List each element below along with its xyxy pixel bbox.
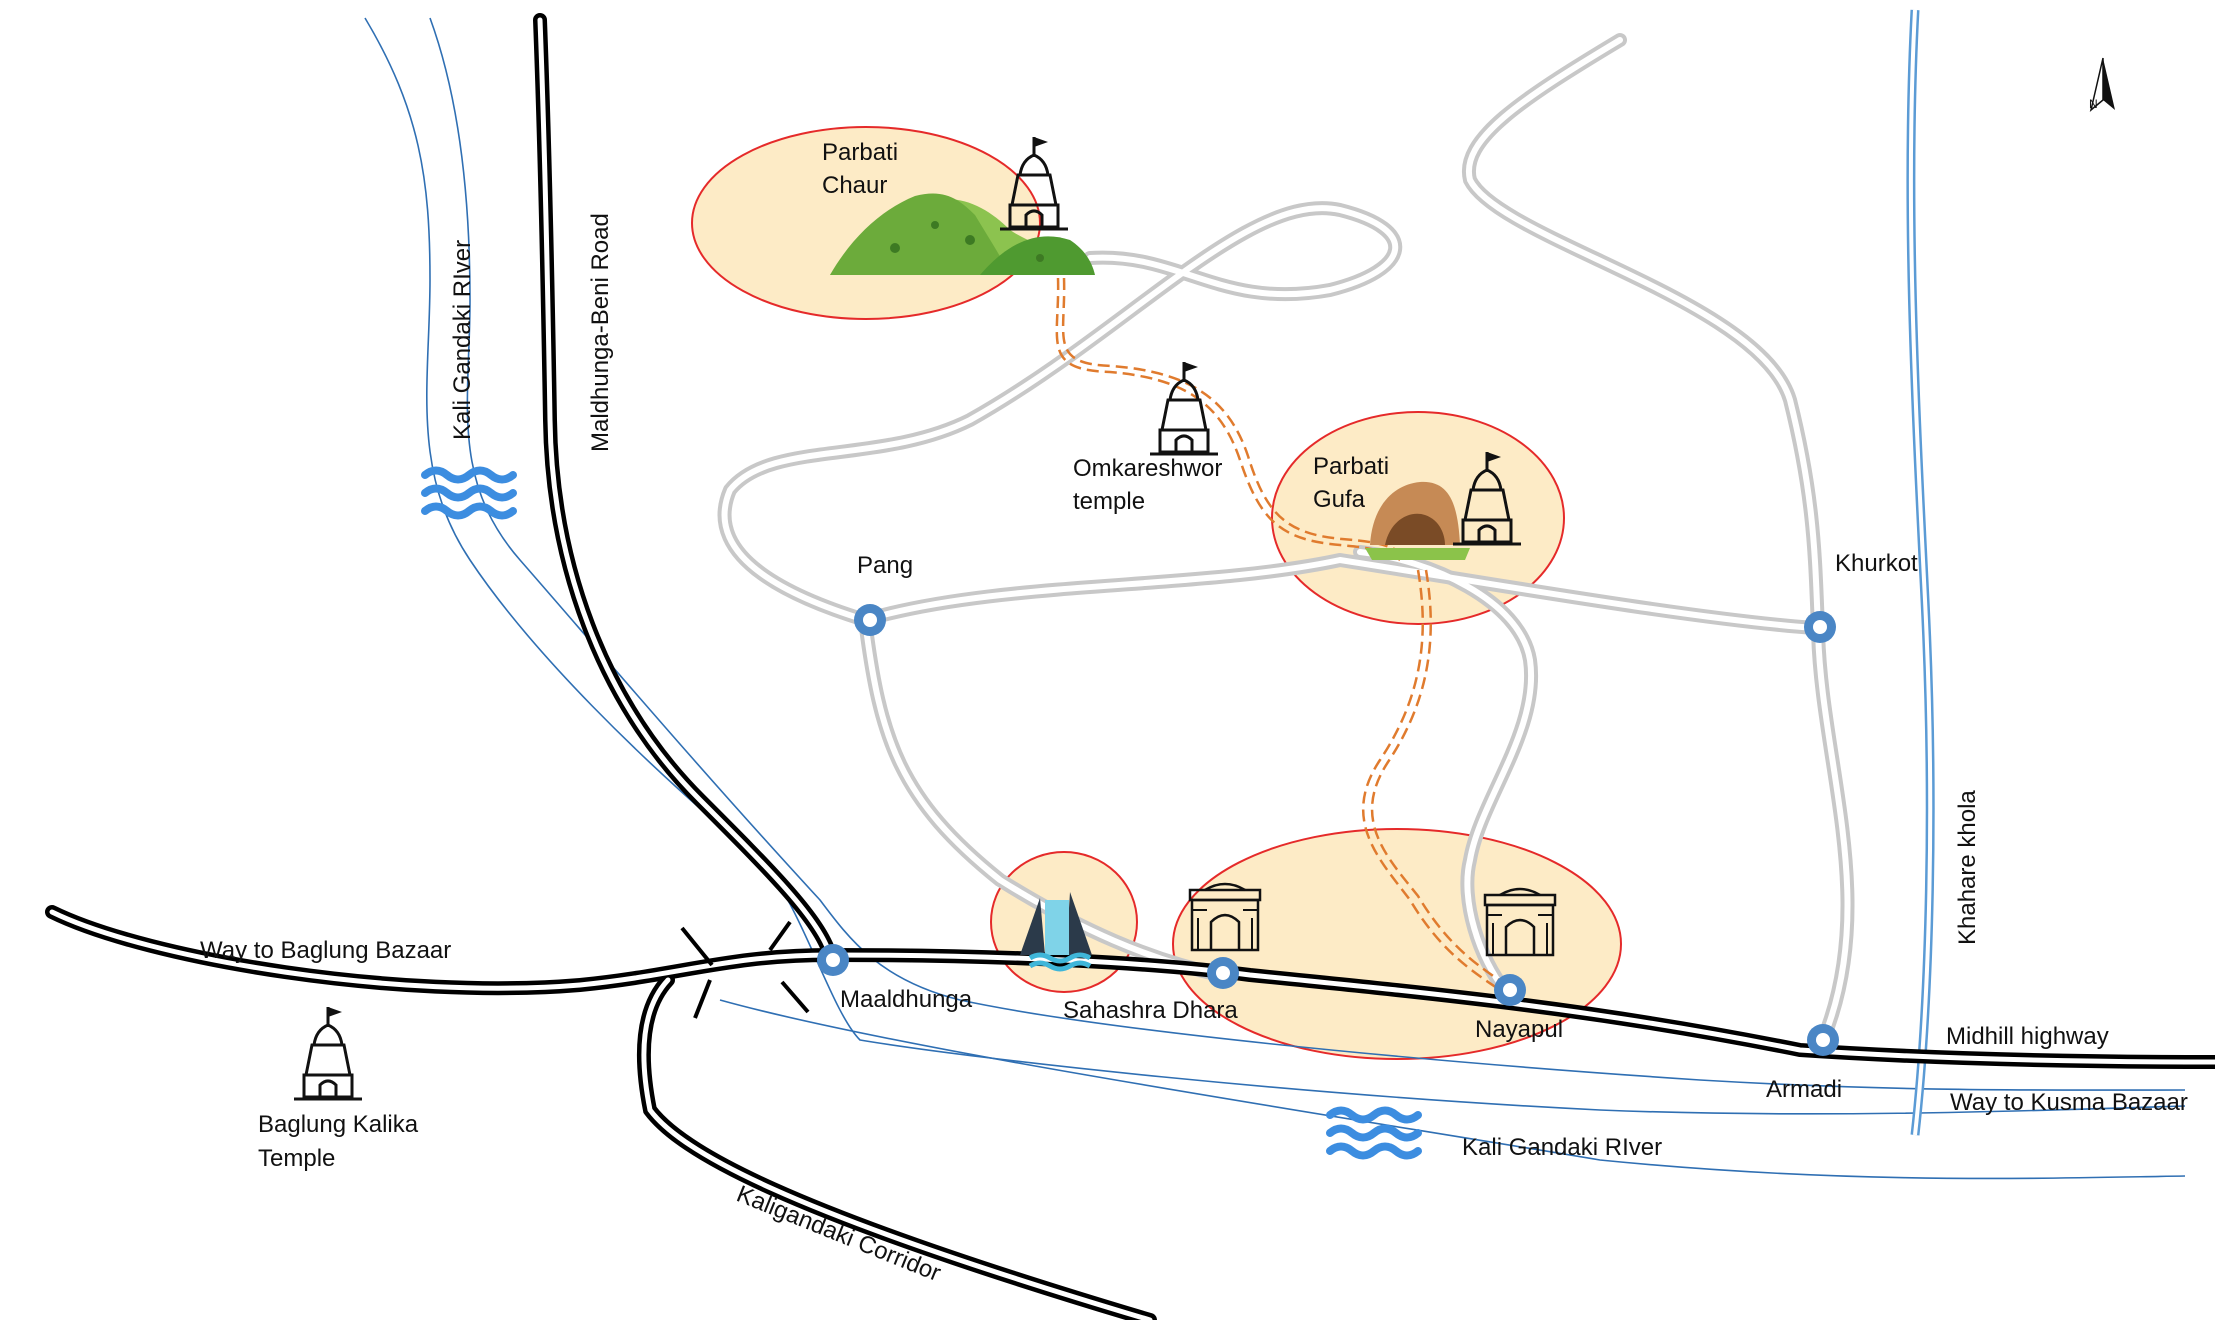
label-midhill-highway: Midhill highway [1946,1023,2109,1050]
label-parbati-chaur-2: Chaur [822,172,887,199]
north-arrow-icon: N [2089,57,2115,113]
hill-icon [830,193,1095,275]
walking-trails[interactable] [1055,277,1509,992]
baglung-kalika-temple-icon [292,1005,364,1101]
label-sahashra-dhara: Sahashra Dhara [1063,997,1238,1024]
junction-icon-pang[interactable] [854,604,886,636]
junction-icon-maaldhunga[interactable] [817,944,849,976]
highways[interactable] [45,13,2215,1320]
waterfall-icon [1020,892,1092,972]
label-kaligandaki-corridor: Kaligandaki Corridor [733,1181,945,1287]
junction-icon-armadi[interactable] [1807,1024,1839,1056]
label-maldhunga-beni-road: Maldhunga-Beni Road [587,213,614,452]
label-way-to-kusma: Way to Kusma Bazaar [1950,1089,2188,1116]
label-kali-gandaki-river-vertical: Kali Gandaki RIver [449,240,476,440]
label-omkareshwor-2: temple [1073,488,1145,515]
label-pang: Pang [857,552,913,579]
label-way-to-baglung: Way to Baglung Bazaar [200,937,451,964]
label-parbati-chaur-1: Parbati [822,139,898,166]
bridge-marks [680,920,810,1019]
label-khurkot: Khurkot [1835,550,1918,577]
kali-gandaki-river [364,17,2186,1180]
label-maaldhunga: Maaldhunga [840,986,973,1013]
junction-icon-sahashra-dhara[interactable] [1207,957,1239,989]
label-baglung-kalika-1: Baglung Kalika [258,1111,419,1138]
label-parbati-gufa-1: Parbati [1313,453,1389,480]
cave-icon [1365,481,1470,560]
label-khahare-khola: Khahare khola [1954,790,1981,945]
label-kali-gandaki-river-bottom: Kali Gandaki RIver [1462,1134,1662,1161]
label-parbati-gufa-2: Gufa [1313,486,1366,513]
label-baglung-kalika-2: Temple [258,1145,335,1172]
label-nayapul: Nayapul [1475,1016,1563,1043]
label-omkareshwor-1: Omkareshwor [1073,455,1222,482]
junction-icon-nayapul[interactable] [1494,974,1526,1006]
junction-icon-khurkot[interactable] [1804,611,1836,643]
north-label: N [2089,97,2098,111]
local-roads[interactable] [717,33,1855,1047]
label-armadi: Armadi [1766,1076,1842,1103]
